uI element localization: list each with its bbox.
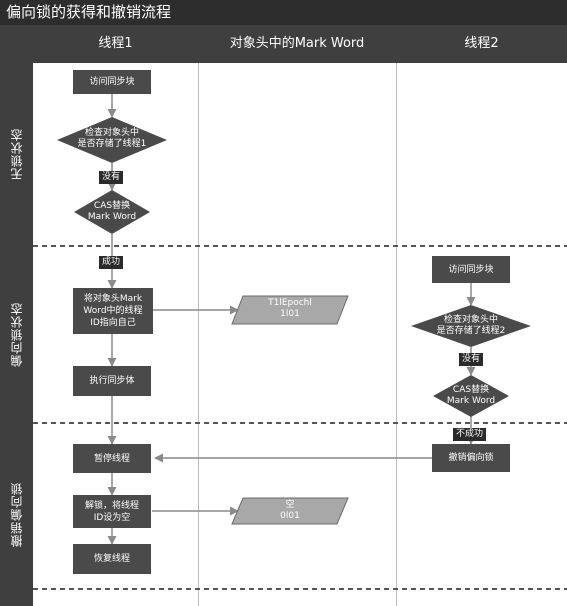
decision-diamond-cas-thread2 <box>433 375 509 417</box>
markword-biased-label: T1lEpochl 1l01 <box>240 298 340 320</box>
column-header-thread1: 线程1 <box>98 36 133 51</box>
diagram-title: 偏向锁的获得和撤销流程 <box>0 0 567 25</box>
thread1-cas-label: CAS替换 Mark Word <box>76 201 148 223</box>
markword-empty-line1: 空 <box>285 500 295 510</box>
thread2-check-label: 检查对象头中 是否存储了线程2 <box>416 315 526 337</box>
thread1-cas-line1: CAS替换 <box>93 201 131 211</box>
markword-empty-label: 空 0l01 <box>240 500 340 522</box>
thread1-cas-line2: Mark Word <box>87 212 137 222</box>
thread1-resume-box: 恢复线程 <box>73 544 151 574</box>
thread1-success-tag: 成功 <box>99 256 124 269</box>
thread1-exec-sync-box: 执行同步体 <box>73 366 151 396</box>
thread1-check-line1: 检查对象头中 <box>84 128 139 138</box>
markword-biased-line2: 1l01 <box>280 309 300 319</box>
column-header-thread2: 线程2 <box>464 36 499 51</box>
thread2-cas-label: CAS替换 Mark Word <box>435 385 507 407</box>
thread2-fail-tag: 不成功 <box>453 428 487 441</box>
thread1-set-mark-box: 将对象头Mark Word中的线程 ID指向自己 <box>73 288 153 334</box>
decision-diamond-check-thread1 <box>57 117 167 163</box>
thread1-set-mark-line1: 将对象头Mark <box>83 294 143 304</box>
thread1-check-line2: 是否存储了线程1 <box>77 139 147 149</box>
column-divider <box>198 63 199 606</box>
thread2-check-line1: 检查对象头中 <box>443 315 498 325</box>
thread2-visit-sync-box: 访问同步块 <box>432 256 510 283</box>
decision-diamond-check-thread2 <box>411 305 531 347</box>
thread1-unlock-box: 解锁，将线程 ID设为空 <box>73 495 151 528</box>
thread1-pause-box: 暂停线程 <box>73 444 151 473</box>
thread2-no-tag: 没有 <box>459 353 484 366</box>
thread2-cas-line2: Mark Word <box>446 396 496 406</box>
markword-empty-shape <box>231 497 349 525</box>
decision-diamond-cas-thread1 <box>74 190 150 234</box>
thread1-set-mark-line2: Word中的线程 <box>83 306 143 316</box>
thread1-set-mark-line3: ID指向自己 <box>90 318 136 328</box>
markword-biased-line1: T1lEpochl <box>268 298 312 308</box>
markword-empty-line2: 0l01 <box>280 511 300 521</box>
thread2-cas-line1: CAS替换 <box>452 385 490 395</box>
thread1-check-label: 检查对象头中 是否存储了线程1 <box>62 128 162 150</box>
column-header-bar <box>0 25 567 63</box>
thread1-no-tag: 没有 <box>99 171 124 184</box>
thread2-revoke-box: 撤销偏向锁 <box>432 444 510 472</box>
row-header-bar <box>0 63 33 606</box>
column-divider <box>396 63 397 606</box>
thread1-unlock-line1: 解锁，将线程 <box>84 500 139 511</box>
thread1-unlock-line2: ID设为空 <box>93 512 131 523</box>
column-header-markword: 对象头中的Mark Word <box>229 36 365 51</box>
markword-biased-shape <box>231 295 349 325</box>
thread1-visit-sync-box: 访问同步块 <box>73 70 151 94</box>
thread2-check-line2: 是否存储了线程2 <box>436 326 506 336</box>
